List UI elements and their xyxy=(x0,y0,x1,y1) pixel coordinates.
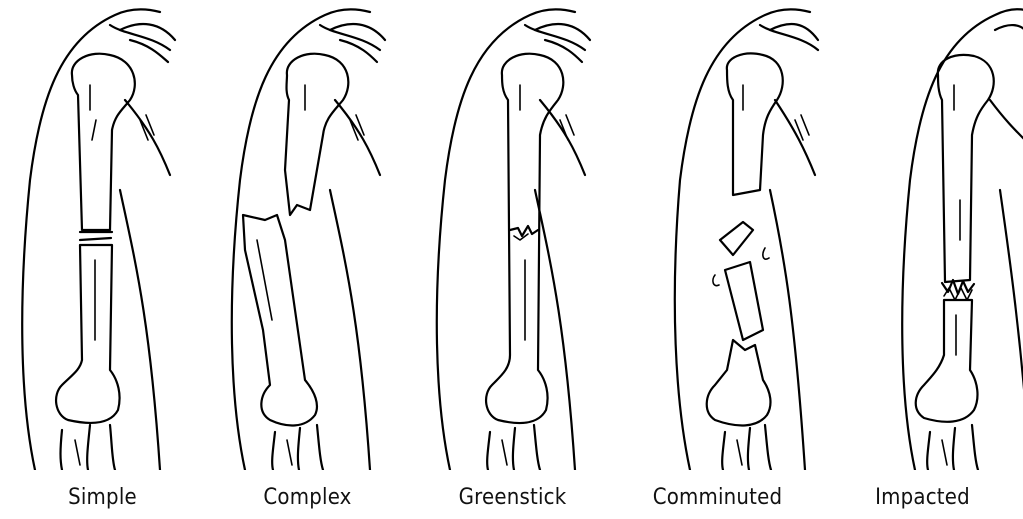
panel-simple: Simple xyxy=(0,0,205,519)
panel-greenstick: Greenstick xyxy=(410,0,615,519)
caption-simple: Simple xyxy=(0,485,205,510)
greenstick-fracture-illustration xyxy=(410,0,615,470)
caption-greenstick: Greenstick xyxy=(410,485,615,510)
caption-comminuted: Comminuted xyxy=(615,485,820,510)
panel-comminuted: Comminuted xyxy=(615,0,820,519)
impacted-fracture-illustration xyxy=(820,0,1023,470)
panel-impacted: Impacted xyxy=(820,0,1023,519)
complex-fracture-illustration xyxy=(205,0,410,470)
caption-impacted: Impacted xyxy=(820,485,1023,510)
caption-complex: Complex xyxy=(205,485,410,510)
panel-complex: Complex xyxy=(205,0,410,519)
simple-fracture-illustration xyxy=(0,0,205,470)
comminuted-fracture-illustration xyxy=(615,0,820,470)
